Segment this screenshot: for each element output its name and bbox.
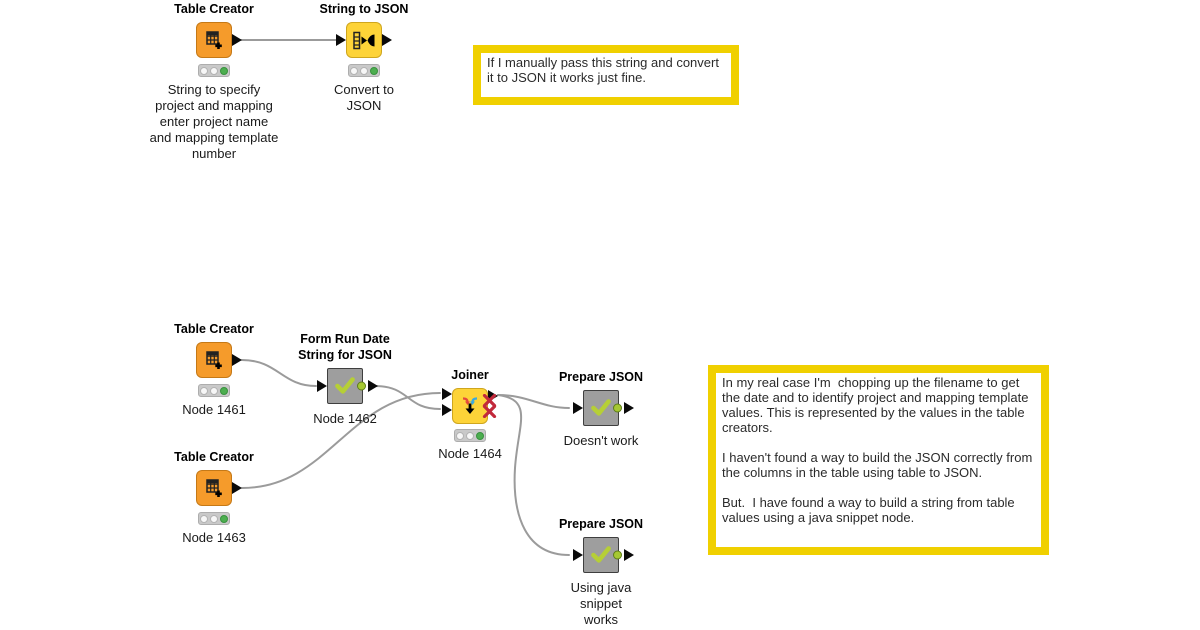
annotation-text: In my real case I'm chopping up the file… [722, 375, 1033, 525]
check-icon [591, 399, 611, 416]
node-body[interactable] [317, 368, 378, 404]
node-table-creator-1461[interactable]: Table Creator Node 1461 [174, 322, 254, 417]
inactive-port-x-icons [482, 394, 497, 418]
output-port-circle[interactable] [357, 381, 366, 391]
node-title: Prepare JSON [558, 517, 644, 531]
node-body[interactable] [573, 537, 634, 573]
input-port[interactable] [573, 402, 583, 414]
node-table-creator-top[interactable]: Table Creator String to specify project … [150, 2, 279, 161]
wire-joiner-to-prepare-top[interactable] [497, 394, 570, 409]
input-port-top[interactable] [442, 388, 452, 400]
node-title: Table Creator [174, 2, 254, 16]
output-port[interactable] [232, 34, 242, 46]
table-creator-icon [206, 31, 222, 49]
node-body[interactable] [573, 390, 634, 426]
node-body[interactable] [196, 22, 242, 58]
output-port[interactable] [624, 402, 634, 414]
node-prepare-json-bottom[interactable]: Prepare JSON Using java snippet works [559, 517, 643, 627]
node-caption: Using java snippet works [570, 580, 632, 627]
node-title: Joiner [451, 368, 489, 382]
node-caption: Doesn't work [563, 433, 639, 448]
output-port-circle[interactable] [613, 403, 622, 413]
node-caption: Node 1462 [313, 411, 377, 426]
joiner-icon [462, 397, 478, 414]
wire-1461-to-1462[interactable] [241, 359, 317, 387]
node-body[interactable] [442, 388, 498, 424]
table-creator-icon [206, 479, 222, 497]
node-title: Prepare JSON [558, 370, 644, 384]
output-port[interactable] [624, 549, 634, 561]
check-icon [591, 546, 611, 563]
wire-joiner-to-prepare-bottom[interactable] [497, 394, 570, 556]
annotation-real-case[interactable]: In my real case I'm chopping up the file… [708, 365, 1049, 555]
output-port[interactable] [232, 354, 242, 366]
output-port-circle[interactable] [613, 550, 622, 560]
node-title: Table Creator [174, 450, 254, 464]
input-port[interactable] [317, 380, 327, 392]
node-prepare-json-top[interactable]: Prepare JSON Doesn't work [559, 370, 643, 448]
node-caption: String to specify project and mapping en… [149, 82, 279, 161]
node-title: Table Creator [174, 322, 254, 336]
input-port[interactable] [573, 549, 583, 561]
string-to-json-icon [353, 31, 375, 49]
table-creator-icon [206, 351, 222, 369]
node-title: Form Run Date String for JSON [298, 332, 392, 362]
node-string-to-json[interactable]: String to JSON Convert to JSON [320, 2, 409, 113]
input-port-bottom[interactable] [442, 404, 452, 416]
traffic-light [198, 384, 230, 397]
output-port[interactable] [232, 482, 242, 494]
traffic-light [454, 429, 486, 442]
node-joiner-1464[interactable]: Joiner Node 1464 [438, 368, 502, 461]
node-caption: Convert to JSON [334, 82, 394, 113]
node-caption: Node 1464 [438, 446, 502, 461]
node-body[interactable] [196, 470, 242, 506]
annotation-manual-string[interactable]: If I manually pass this string and conve… [473, 45, 739, 105]
traffic-light [198, 64, 230, 77]
node-form-run-date-1462[interactable]: Form Run Date String for JSON Node 1462 [298, 332, 392, 426]
annotation-text: If I manually pass this string and conve… [487, 55, 723, 85]
output-port[interactable] [368, 380, 378, 392]
wire-1463-to-joiner[interactable] [241, 392, 441, 489]
traffic-light [198, 512, 230, 525]
node-body[interactable] [196, 342, 242, 378]
node-table-creator-1463[interactable]: Table Creator Node 1463 [174, 450, 254, 545]
check-icon [335, 377, 355, 394]
output-port[interactable] [382, 34, 392, 46]
traffic-light [348, 64, 380, 77]
node-caption: Node 1461 [182, 402, 246, 417]
node-title: String to JSON [319, 2, 409, 16]
input-port[interactable] [336, 34, 346, 46]
node-body[interactable] [336, 22, 392, 58]
node-caption: Node 1463 [182, 530, 246, 545]
